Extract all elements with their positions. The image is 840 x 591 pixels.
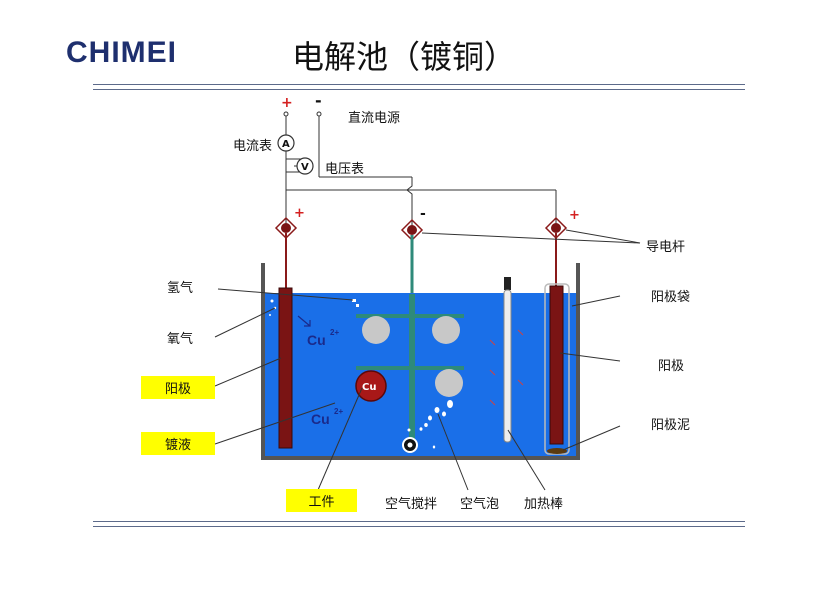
- heater-rod: [503, 289, 512, 443]
- top-divider: [93, 84, 745, 90]
- ammeter-letter: A: [282, 139, 290, 150]
- voltmeter-letter: V: [301, 162, 309, 173]
- tank: [261, 263, 580, 460]
- air-bubbles: [407, 400, 453, 449]
- copper-workpiece: [355, 370, 387, 402]
- workpiece-top-left: [362, 316, 390, 344]
- source-minus-sign: -: [315, 91, 322, 110]
- oxygen-label: 氧气: [167, 332, 194, 347]
- ammeter-label: 电流表: [233, 139, 273, 154]
- air-stirring-label: 空气搅拌: [385, 497, 438, 512]
- copper-ion-lower-charge: 2+: [334, 407, 343, 416]
- workpiece-top-right: [432, 316, 460, 344]
- copper-ion-upper: Cu: [307, 332, 326, 348]
- anode-bag-label: 阳极袋: [651, 290, 691, 305]
- ion-migration-arrows: [297, 315, 311, 327]
- anode-right-label: 阳极: [658, 359, 685, 374]
- source-minus-terminal: [316, 111, 322, 117]
- air-bubble-label: 空气泡: [460, 497, 500, 512]
- page-title: 电解池（镀铜）: [292, 38, 517, 76]
- right-clamp-plus: +: [569, 208, 580, 223]
- heater-rod-cap: [504, 277, 511, 290]
- right-anode: [549, 285, 564, 445]
- conductive-rod-label: 导电杆: [646, 240, 686, 255]
- conductive-rod-pointers: [421, 229, 641, 244]
- workpiece-bottom-right: [435, 369, 463, 397]
- copper-atom-label: Cu: [362, 382, 376, 393]
- center-clamp: [400, 218, 424, 296]
- chimei-logo: CHIMEI: [66, 36, 177, 69]
- left-clamp-plus: +: [294, 206, 305, 221]
- voltmeter-label: 电压表: [325, 162, 365, 177]
- source-plus-terminal: [283, 111, 289, 117]
- center-clamp-minus: -: [420, 206, 426, 222]
- cathode-frame: [356, 294, 464, 444]
- heater-rod-label: 加热棒: [524, 497, 564, 512]
- workpiece-label: 工件: [286, 489, 357, 512]
- anode-sludge: [547, 448, 567, 454]
- dc-source-label: 直流电源: [348, 111, 401, 126]
- left-anode: [278, 287, 293, 449]
- hydrogen-label: 氢气: [167, 281, 194, 296]
- label-pointers: [214, 288, 621, 491]
- plating-solution-label: 镀液: [141, 432, 215, 455]
- voltmeter-icon: [296, 157, 314, 175]
- gas-bubbles: [269, 299, 359, 316]
- anode-sludge-label: 阳极泥: [651, 418, 691, 433]
- left-clamp: [274, 216, 298, 288]
- heat-marks: [489, 329, 524, 406]
- copper-ion-upper-charge: 2+: [330, 328, 339, 337]
- anode-left-label: 阳极: [141, 376, 215, 399]
- ammeter-icon: [277, 134, 295, 152]
- bottom-divider: [93, 521, 745, 527]
- copper-ion-lower: Cu: [311, 411, 330, 427]
- source-plus-sign: +: [281, 95, 293, 111]
- right-clamp: [544, 216, 568, 286]
